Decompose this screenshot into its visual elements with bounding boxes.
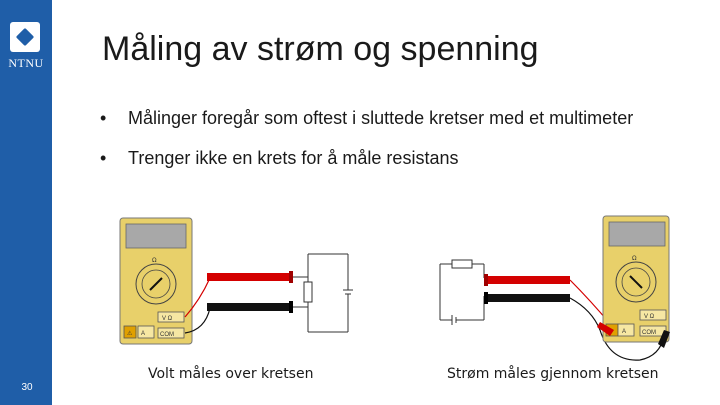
jack-a-label: A xyxy=(622,329,626,335)
slide-title: Måling av strøm og spenning xyxy=(102,30,539,68)
display xyxy=(125,223,187,249)
caption-left: Volt måles over kretsen xyxy=(148,366,314,382)
bullet-text: Målinger foregår som oftest i sluttede k… xyxy=(128,108,634,128)
black-probe xyxy=(207,303,289,311)
dial-ohm-label: Ω xyxy=(632,255,637,262)
jack-com-label: COM xyxy=(160,332,174,338)
bullet-item: • Målinger foregår som oftest i sluttede … xyxy=(100,108,633,148)
display xyxy=(608,221,666,247)
dial-ohm-label: Ω xyxy=(152,257,157,264)
circuit-right xyxy=(439,259,485,325)
black-probe xyxy=(488,294,570,302)
bullet-icon: • xyxy=(100,148,107,168)
page-number: 30 xyxy=(21,382,33,393)
jack-v-label: V Ω xyxy=(162,316,173,322)
bullet-text: Trenger ikke en krets for å måle resista… xyxy=(128,148,459,168)
bullet-icon: • xyxy=(100,108,107,128)
sidebar: NTNU 30 xyxy=(0,0,52,405)
jack-v-label: V Ω xyxy=(644,314,655,320)
svg-text:⚠: ⚠ xyxy=(127,330,133,337)
caption-right: Strøm måles gjennom kretsen xyxy=(447,366,659,382)
logo-text: NTNU xyxy=(8,56,44,70)
red-probe xyxy=(488,276,570,284)
circuit-left xyxy=(293,253,353,333)
jack-com-label: COM xyxy=(642,330,656,336)
jack-a-label: A xyxy=(141,331,145,337)
ntnu-logo-icon xyxy=(10,22,40,52)
multimeter-right: Ω A V Ω COM xyxy=(602,215,670,343)
bullet-item: • Trenger ikke en krets for å måle resist… xyxy=(100,148,633,188)
red-probe xyxy=(207,273,289,281)
multimeter-left: Ω ⚠ A V Ω COM xyxy=(119,217,193,345)
bullet-list: • Målinger foregår som oftest i sluttede … xyxy=(100,108,633,188)
